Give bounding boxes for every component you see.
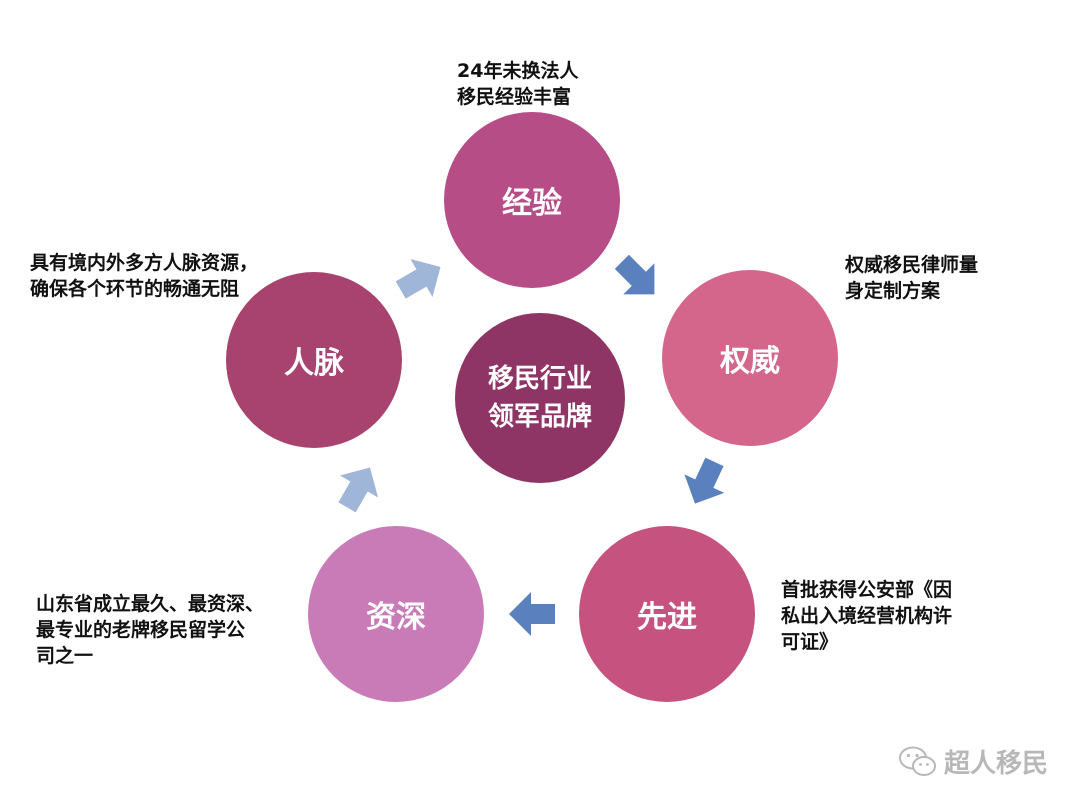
caption-seniority-line2: 最专业的老牌移民留学公	[36, 619, 246, 641]
node-authority: 权威	[662, 270, 838, 446]
node-seniority: 资深	[308, 526, 484, 702]
arrow-advanced-to-seniority	[509, 592, 555, 636]
caption-experience-line2: 移民经验丰富	[457, 86, 572, 108]
arrow-seniority-to-network	[338, 467, 379, 513]
arrow-network-to-experience	[395, 258, 441, 299]
caption-authority-line1: 权威移民律师量	[845, 254, 979, 276]
node-authority-label: 权威	[720, 344, 780, 379]
caption-authority: 权威移民律师量 身定制方案	[845, 252, 978, 304]
caption-advanced-line2: 私出入境经营机构许	[781, 605, 953, 627]
caption-authority-line2: 身定制方案	[845, 280, 941, 302]
node-advanced: 先进	[579, 526, 755, 702]
caption-advanced: 首批获得公安部《因 私出入境经营机构许 可证》	[781, 577, 952, 655]
caption-network-line1: 具有境内外多方人脉资源，	[30, 252, 259, 274]
node-experience: 经验	[444, 112, 620, 288]
caption-experience-line1: 24年未换法人	[457, 60, 579, 82]
caption-network-line2: 确保各个环节的畅通无阻	[30, 278, 240, 300]
watermark: 超人移民	[898, 743, 1048, 780]
node-advanced-label: 先进	[637, 600, 697, 635]
caption-advanced-line1: 首批获得公安部《因	[781, 579, 953, 601]
center-label-line2: 领军品牌	[487, 402, 592, 432]
node-network-label: 人脉	[284, 346, 344, 381]
node-experience-label: 经验	[502, 186, 562, 221]
caption-experience: 24年未换法人 移民经验丰富	[457, 58, 578, 110]
node-seniority-label: 资深	[366, 600, 426, 635]
node-network: 人脉	[226, 272, 402, 448]
caption-seniority-line3: 司之一	[36, 645, 94, 667]
caption-advanced-line3: 可证》	[781, 631, 839, 653]
caption-seniority-line1: 山东省成立最久、最资深、	[36, 593, 265, 615]
center-circle: 移民行业 领军品牌	[455, 313, 625, 483]
caption-network: 具有境内外多方人脉资源， 确保各个环节的畅通无阻	[30, 250, 258, 302]
arrow-experience-to-authority	[614, 254, 655, 295]
arrow-authority-to-advanced	[684, 457, 725, 504]
watermark-text: 超人移民	[943, 749, 1048, 779]
center-label-line1: 移民行业	[487, 364, 592, 394]
wechat-icon	[898, 746, 936, 776]
caption-seniority: 山东省成立最久、最资深、 最专业的老牌移民留学公 司之一	[36, 591, 264, 669]
